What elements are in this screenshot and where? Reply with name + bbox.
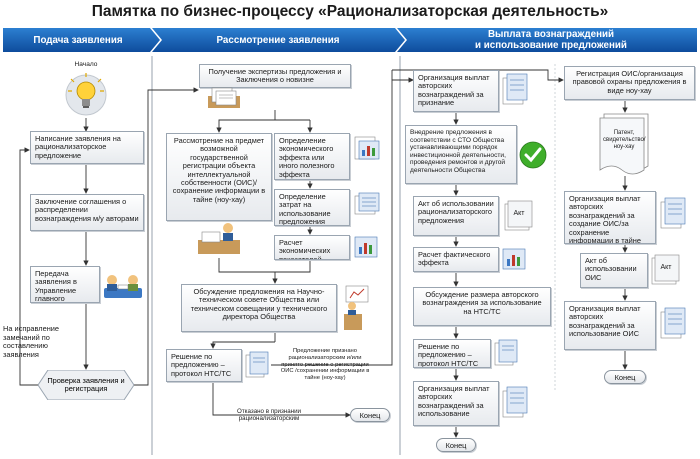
act-document-label-2: Акт <box>660 264 672 271</box>
node-pay-usage: Организация выплат авторских вознагражде… <box>413 381 499 426</box>
patent-document-label: Патент, свидетельство/ ноу-хау <box>603 130 646 150</box>
lane-header-1-shape <box>3 28 160 52</box>
document-stack-icon <box>502 73 528 105</box>
document-stack-icon <box>660 197 686 229</box>
lightbulb-icon <box>65 73 107 116</box>
note-fix-remarks: На исправление замечаний по составлению … <box>3 324 60 359</box>
node-cost-definition: Определение затрат на использование пред… <box>274 189 350 226</box>
node-pay-ois: Организация выплат авторских вознагражде… <box>564 301 656 350</box>
node-economic-calculation: Расчет экономических показателей <box>274 235 350 260</box>
act-document-icon <box>651 254 680 285</box>
node-act-ois: Акт об использовании ОИС <box>580 253 648 288</box>
chart-report-icon <box>354 236 378 258</box>
document-stack-icon <box>502 386 528 418</box>
chart-report-icon <box>502 248 526 270</box>
page-title: Памятка по бизнес-процессу «Рационализат… <box>91 3 609 20</box>
node-pay-creation: Организация выплат авторских вознагражде… <box>564 191 656 244</box>
lane-header-submission: Подача заявления <box>33 34 123 46</box>
document-stack-icon <box>208 87 240 108</box>
lane-header-3-shape <box>397 28 697 52</box>
lane-header-payment: Выплата вознаграждений и использование п… <box>475 29 627 51</box>
node-get-expertise: Получение экспертизы предложения и Заклю… <box>199 64 351 88</box>
node-write-application: Написание заявления на рационализаторско… <box>30 131 144 164</box>
document-stack-icon <box>245 351 269 378</box>
act-document-label-1: Акт <box>513 210 525 217</box>
node-act-of-use: Акт об использовании рационализаторского… <box>413 196 499 236</box>
node-fact-calculation: Расчет фактического эффекта <box>413 247 499 272</box>
document-stack-icon <box>660 307 686 339</box>
node-implementation: Внедрение предложения в соответствии с С… <box>405 125 517 184</box>
note-refused: Отказано в признании рационализаторским <box>237 408 301 423</box>
checkmark-icon <box>519 141 547 169</box>
speaker-podium-icon <box>344 285 369 330</box>
meeting-people-icon <box>104 275 142 298</box>
node-register-ois: Регистрация ОИС/организация правовой охр… <box>564 66 695 100</box>
decision-check-register-label: Проверка заявления и регистрация <box>47 375 125 393</box>
end-terminal-1: Конец <box>350 408 390 422</box>
end-terminal-3: Конец <box>604 370 646 384</box>
lane-header-2-shape <box>152 28 405 52</box>
node-transfer-application: Передача заявления в Управление главного… <box>30 266 100 303</box>
node-ntc-discussion: Обсуждение предложения на Научно-техниче… <box>181 284 337 332</box>
end-terminal-2: Конец <box>436 438 476 452</box>
decision-check-register: Проверка заявления и регистрация <box>38 370 134 400</box>
act-document-icon <box>504 200 533 231</box>
node-economic-effect: Определение экономического эффекта или и… <box>274 133 350 180</box>
document-stack-icon <box>494 339 518 366</box>
patent-document-icon <box>599 113 649 175</box>
node-decision-protocol-1: Решение по предложению – протокол НТС/ТС <box>166 349 242 382</box>
document-stack-icon <box>354 192 380 215</box>
node-review-registration: Рассмотрение на предмет возможной госуда… <box>166 133 272 221</box>
meeting-people-icon <box>198 223 240 254</box>
node-author-agreement: Заключение соглашения о распределении во… <box>30 194 144 231</box>
node-decision-protocol-2: Решение по предложению – протокол НТС/ТС <box>413 339 491 368</box>
node-pay-recognition: Организация выплат авторских вознагражде… <box>413 70 499 112</box>
chart-report-icon <box>354 136 380 160</box>
node-discuss-reward: Обсуждение размера авторского вознагражд… <box>413 287 551 326</box>
note-recognized: Предложение признано рационализаторским … <box>280 348 370 382</box>
lane-header-review: Рассмотрение заявления <box>216 34 340 46</box>
start-label: Начало <box>74 61 98 68</box>
